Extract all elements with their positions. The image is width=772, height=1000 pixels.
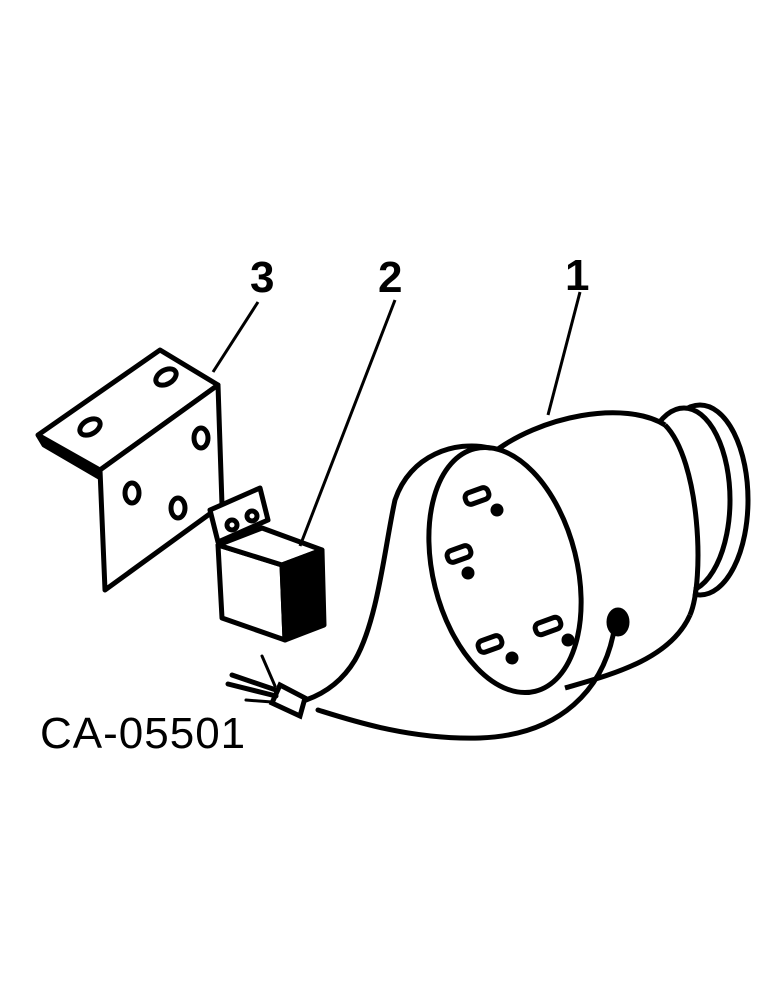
leader-line-2 — [298, 299, 397, 547]
callout-1: 1 — [565, 251, 589, 300]
figure-code: CA-05501 — [40, 709, 246, 758]
round-gauge — [426, 402, 751, 696]
leader-line-1 — [546, 291, 582, 416]
callout-3: 3 — [250, 253, 274, 302]
relay-module — [207, 485, 327, 643]
callout-2: 2 — [378, 253, 402, 302]
wiring-harness — [225, 443, 630, 741]
terminal-studs — [444, 485, 575, 665]
mounting-bracket — [35, 347, 225, 593]
leader-line-3 — [211, 301, 260, 373]
leader-lines — [211, 291, 582, 547]
